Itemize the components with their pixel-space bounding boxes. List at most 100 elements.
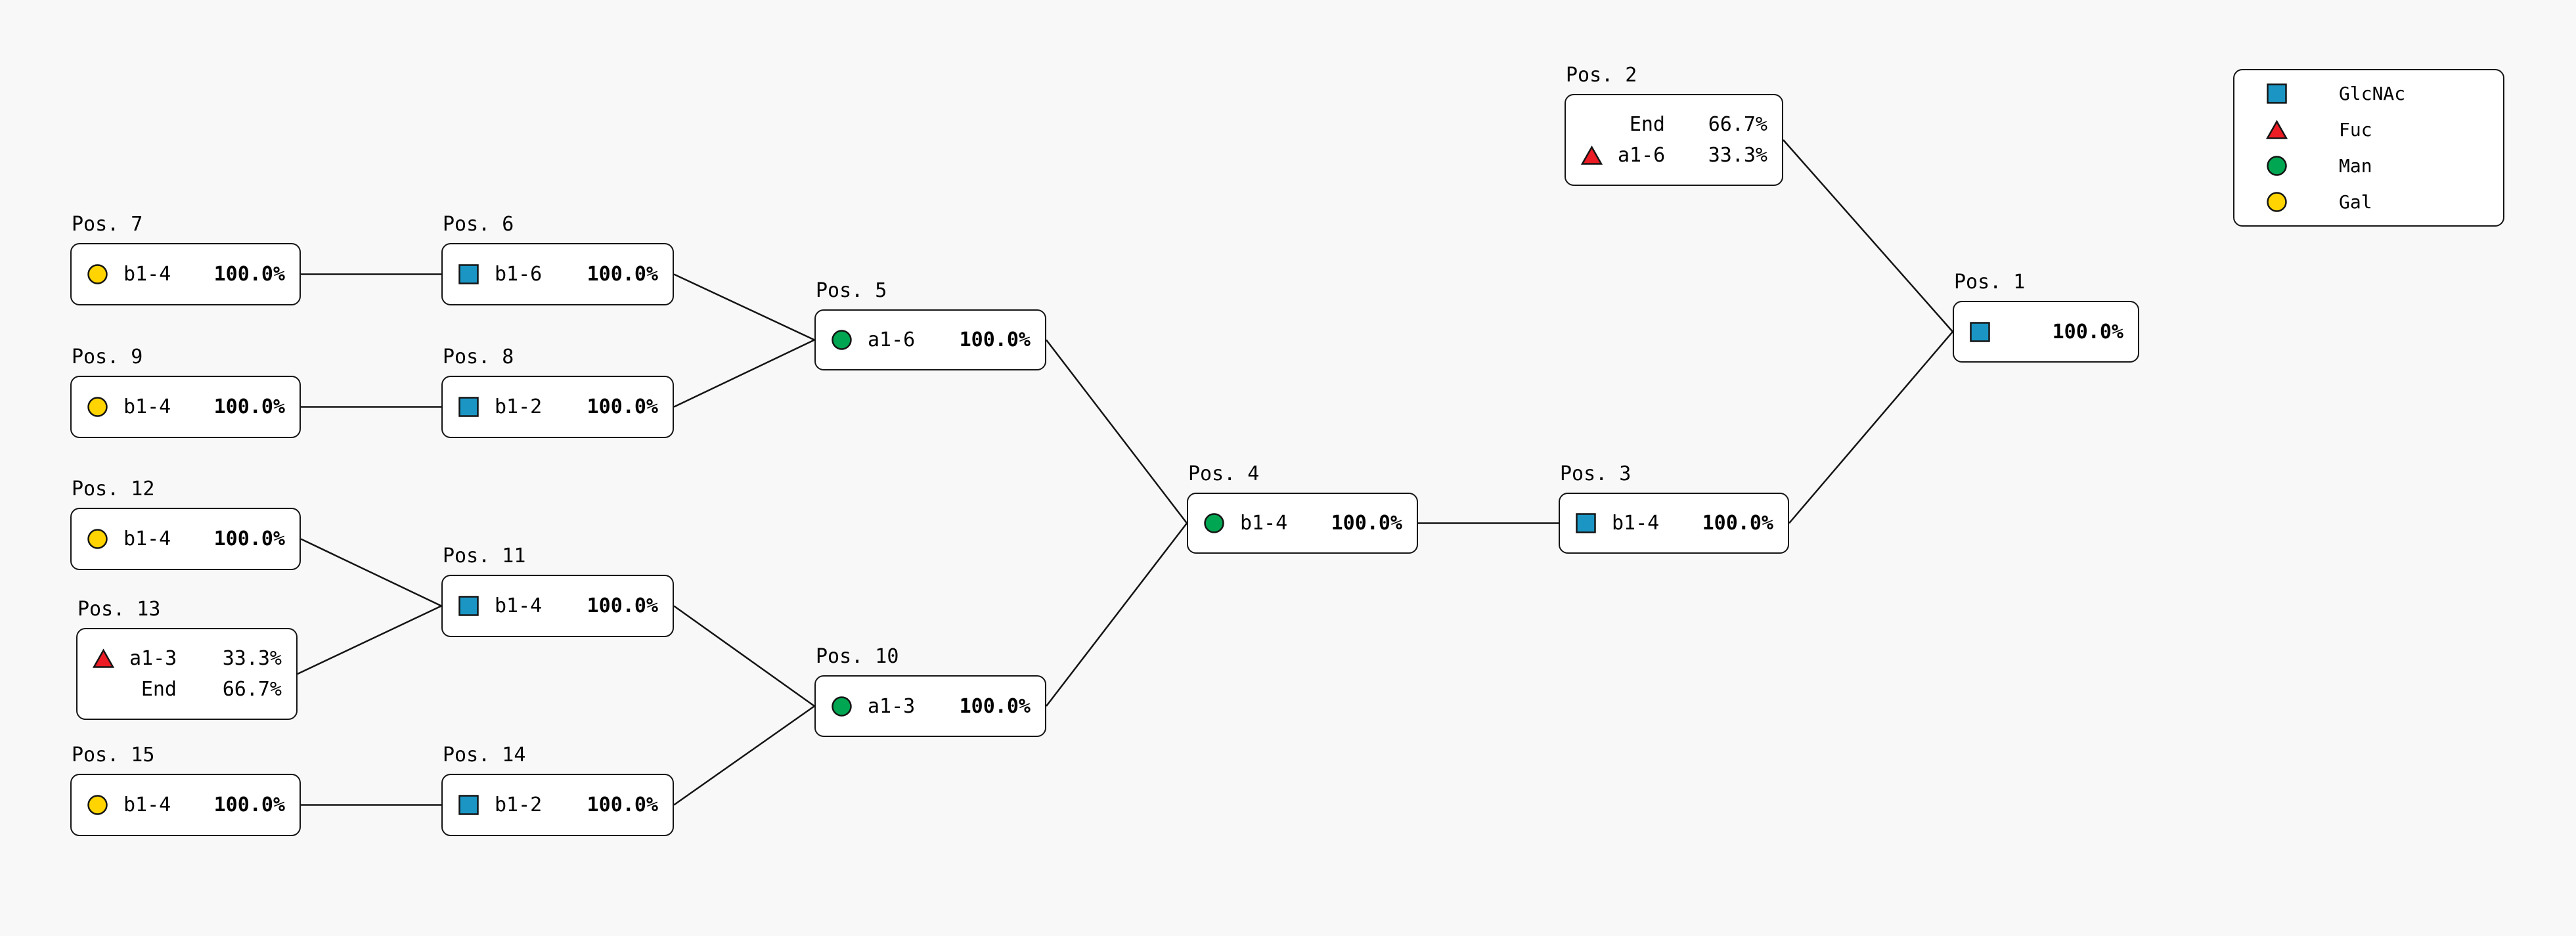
- node-box-pos-11: b1-4 100.0%: [441, 575, 674, 637]
- glcnac-square-icon: [458, 795, 479, 815]
- linkage-label: a1-6: [868, 328, 916, 351]
- linkage-label: End: [1629, 113, 1665, 136]
- glcnac-square-icon: [1970, 321, 1990, 342]
- node-row: 100.0%: [1954, 317, 2138, 347]
- edge-pos5-pos4: [1046, 339, 1188, 524]
- node-title-pos-7: Pos. 7: [72, 213, 143, 236]
- node-title-pos-1: Pos. 1: [1954, 271, 2026, 294]
- percentage-label: 100.0%: [959, 694, 1031, 718]
- glcnac-square-icon: [2267, 83, 2287, 104]
- man-circle-icon: [1204, 513, 1224, 533]
- linkage-label: b1-4: [123, 793, 171, 816]
- linkage-label: b1-4: [123, 395, 171, 418]
- node-row: a1-6 100.0%: [816, 324, 1045, 355]
- node-title-pos-3: Pos. 3: [1560, 462, 1632, 485]
- percentage-label: 100.0%: [587, 793, 658, 816]
- linkage-label: b1-2: [495, 793, 543, 816]
- node-title-pos-4: Pos. 4: [1188, 462, 1260, 485]
- node-title-pos-10: Pos. 10: [816, 645, 899, 668]
- node-title-pos-11: Pos. 11: [443, 545, 526, 568]
- linkage-label: a1-3: [868, 694, 916, 718]
- percentage-label: 66.7%: [222, 678, 282, 701]
- node-row: b1-4 100.0%: [72, 259, 300, 290]
- percentage-label: 33.3%: [222, 647, 282, 670]
- fuc-triangle-icon: [2266, 120, 2288, 139]
- percentage-label: 100.0%: [959, 328, 1031, 351]
- edge-pos13-pos11: [297, 605, 442, 675]
- icon-spacer: [1581, 114, 1603, 135]
- edge-pos2-pos1: [1783, 139, 1953, 332]
- percentage-label: 33.3%: [1708, 144, 1767, 167]
- node-row: a1-3 100.0%: [816, 691, 1045, 722]
- percentage-label: 100.0%: [587, 594, 658, 617]
- node-box-pos-1: 100.0%: [1953, 301, 2139, 363]
- linkage-label: b1-4: [123, 263, 171, 286]
- linkage-label: a1-3: [129, 647, 177, 670]
- node-row: b1-4 100.0%: [443, 591, 673, 621]
- legend-item-gal: Gal: [2234, 184, 2503, 219]
- node-box-pos-4: b1-4 100.0%: [1187, 493, 1418, 554]
- node-title-pos-8: Pos. 8: [443, 345, 514, 368]
- legend-label: Man: [2339, 154, 2372, 177]
- node-title-pos-12: Pos. 12: [72, 478, 155, 501]
- node-box-pos-12: b1-4 100.0%: [70, 508, 301, 570]
- percentage-label: 100.0%: [587, 395, 658, 418]
- edge-pos8-pos5: [673, 339, 815, 408]
- node-row: End 66.7%: [78, 674, 296, 705]
- linkage-label: b1-4: [123, 527, 171, 550]
- node-row: b1-4 100.0%: [72, 524, 300, 554]
- fuc-triangle-icon: [93, 648, 114, 668]
- node-title-pos-13: Pos. 13: [78, 598, 161, 621]
- gal-circle-icon: [87, 397, 108, 417]
- edge-pos14-pos10: [673, 705, 815, 806]
- edge-pos3-pos1: [1788, 331, 1953, 524]
- linkage-label: b1-2: [495, 395, 543, 418]
- legend-item-glcnac: GlcNAc: [2234, 76, 2503, 112]
- percentage-label: 100.0%: [587, 263, 658, 286]
- edge-pos11-pos10: [673, 605, 815, 707]
- fuc-triangle-icon: [1581, 145, 1603, 165]
- node-row: b1-2 100.0%: [443, 391, 673, 422]
- glcnac-square-icon: [1576, 513, 1596, 533]
- man-circle-icon: [2267, 156, 2287, 176]
- percentage-label: 100.0%: [213, 263, 285, 286]
- linkage-label: b1-4: [1612, 512, 1660, 535]
- gal-circle-icon: [87, 264, 108, 284]
- node-box-pos-13: a1-3 33.3% End 66.7%: [76, 628, 298, 720]
- node-title-pos-9: Pos. 9: [72, 345, 143, 368]
- linkage-label: b1-4: [495, 594, 543, 617]
- percentage-label: 100.0%: [213, 527, 285, 550]
- gal-circle-icon: [2267, 191, 2287, 212]
- percentage-label: 100.0%: [2052, 320, 2123, 344]
- percentage-label: 100.0%: [213, 793, 285, 816]
- edge-pos12-pos11: [300, 538, 442, 607]
- linkage-label: b1-4: [1240, 512, 1288, 535]
- node-title-pos-2: Pos. 2: [1566, 64, 1637, 87]
- node-title-pos-5: Pos. 5: [816, 279, 887, 302]
- percentage-label: 100.0%: [1331, 512, 1402, 535]
- node-box-pos-10: a1-3 100.0%: [814, 675, 1046, 737]
- legend-item-man: Man: [2234, 148, 2503, 183]
- node-row: b1-2 100.0%: [443, 790, 673, 820]
- legend-item-fuc: Fuc: [2234, 112, 2503, 148]
- node-box-pos-15: b1-4 100.0%: [70, 774, 301, 836]
- node-box-pos-7: b1-4 100.0%: [70, 243, 301, 305]
- linkage-label: End: [141, 678, 177, 701]
- legend-label: GlcNAc: [2339, 83, 2406, 105]
- node-box-pos-14: b1-2 100.0%: [441, 774, 674, 836]
- node-row: b1-4 100.0%: [72, 790, 300, 820]
- node-row: b1-4 100.0%: [1188, 508, 1417, 539]
- glcnac-square-icon: [458, 596, 479, 616]
- edge-pos6-pos5: [673, 273, 815, 341]
